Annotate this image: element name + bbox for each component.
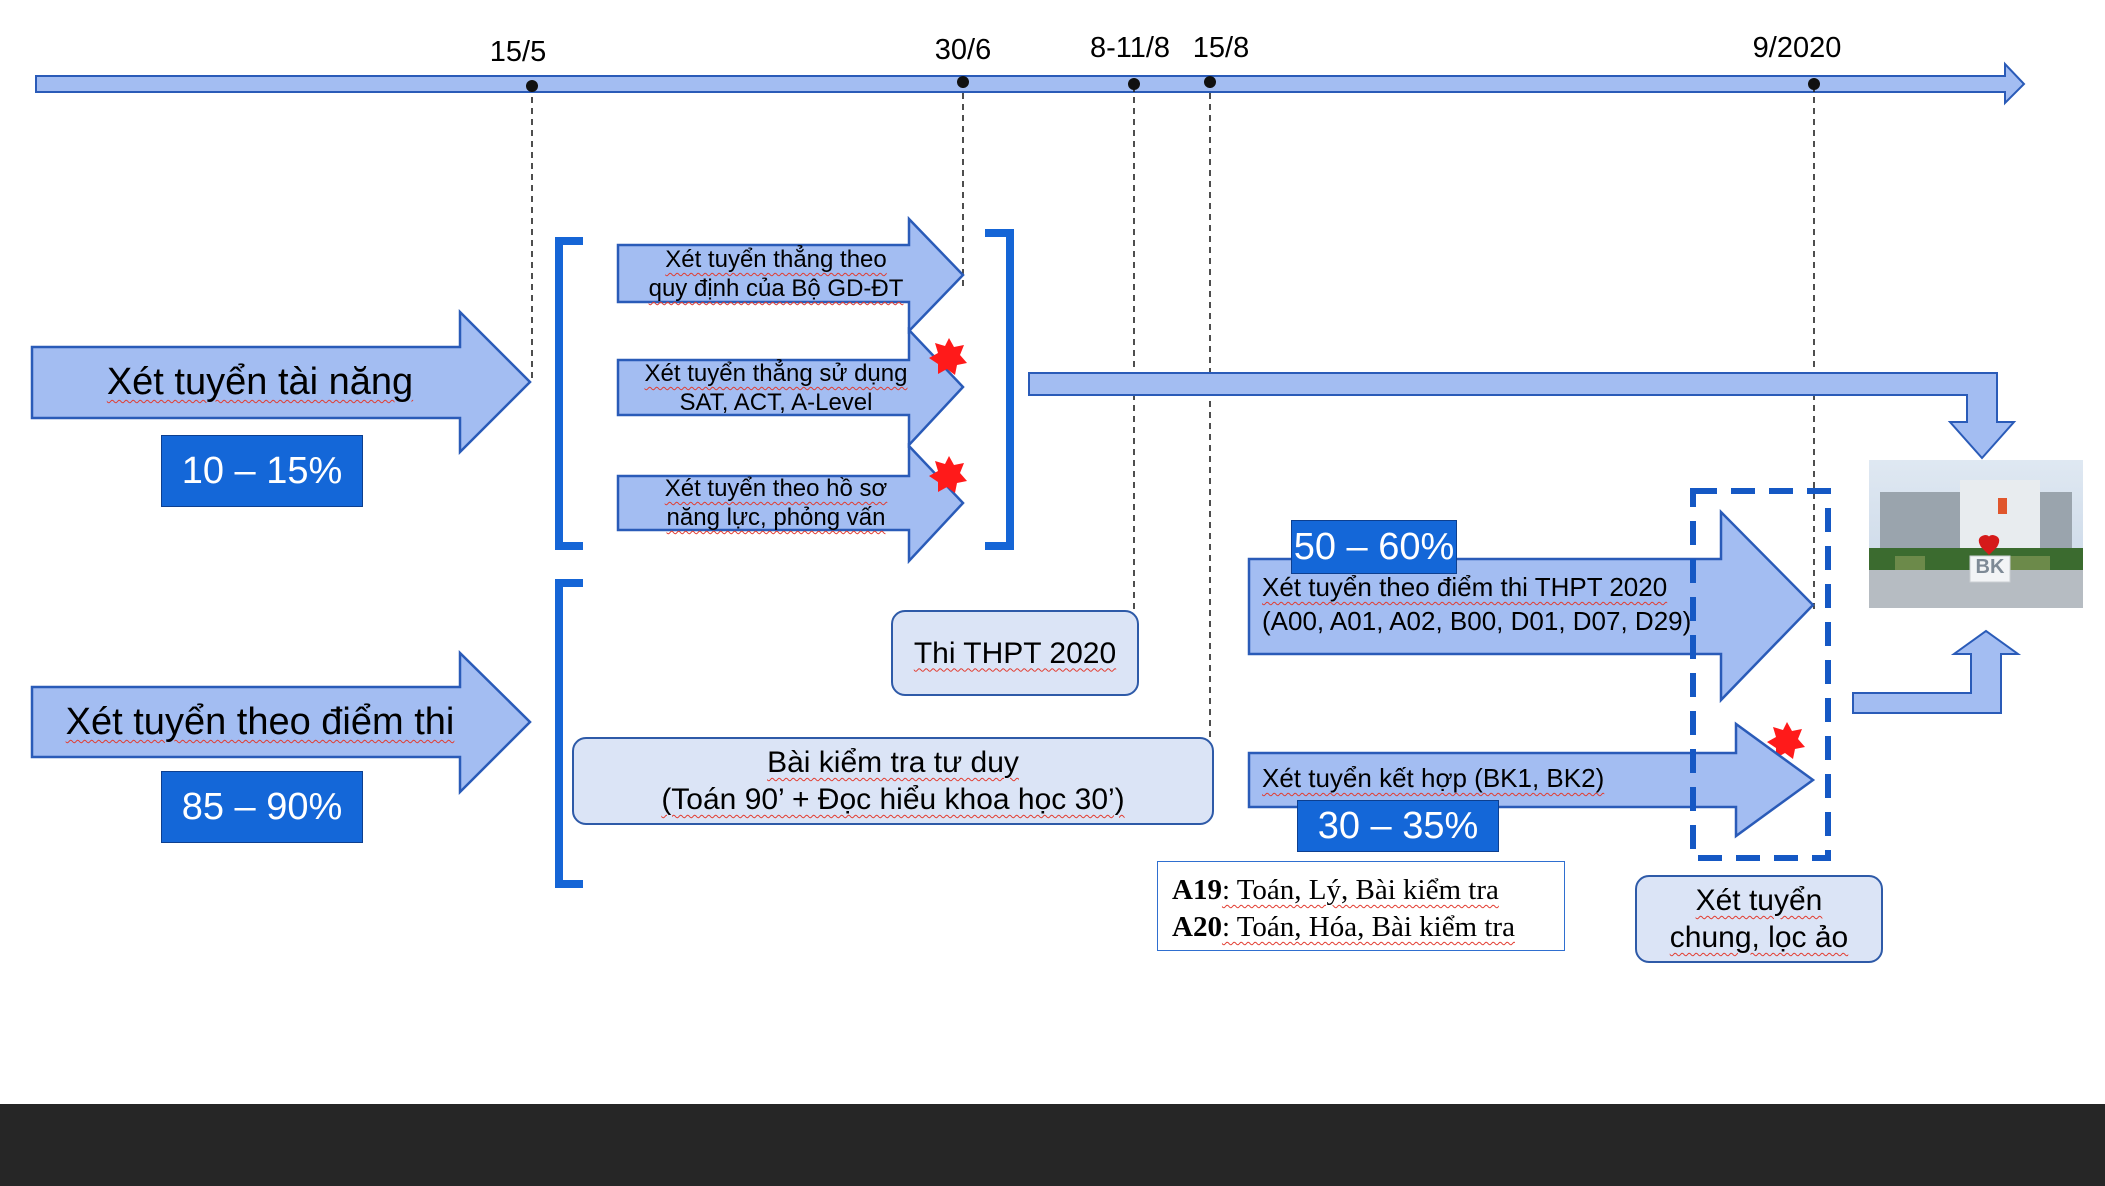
exam-bracket-left (555, 579, 583, 888)
portfolio-admission-label: Xét tuyển theo hồ sơ năng lực, phỏng vấn (664, 475, 888, 531)
date-guide-lines (531, 82, 1815, 738)
talent-group-title: Xét tuyển tài năng (106, 361, 414, 403)
talent-to-campus-arrow (1028, 372, 2017, 460)
talent-bracket-right (985, 229, 1014, 550)
thpt-admission-label: Xét tuyển theo điểm thi THPT 2020 (A00, … (1262, 572, 1692, 636)
timeline-arrow (35, 61, 2026, 106)
timeline-date: 9/2020 (1752, 32, 1842, 64)
talent-arrow (30, 308, 532, 456)
star-icon (929, 338, 967, 375)
timeline-date: 30/6 (934, 34, 992, 66)
exam-share-badge: 85 – 90% (161, 771, 363, 843)
exam-group-title: Xét tuyển theo điểm thi (65, 701, 455, 743)
sat-admission-arrow (616, 326, 965, 449)
subject-groups-box: A19: Toán, Lý, Bài kiểm tra A20: Toán, H… (1157, 861, 1565, 951)
direct-admission-label: Xét tuyển thẳng theo quy định của Bộ GD-… (648, 246, 904, 302)
talent-bracket-left (555, 237, 583, 550)
exam-arrow (30, 650, 532, 796)
talent-share-badge: 10 – 15% (161, 435, 363, 507)
subject-group-row: A19: Toán, Lý, Bài kiểm tra (1172, 874, 1499, 906)
campus-photo-icon (1869, 460, 2083, 608)
direct-admission-arrow (616, 215, 965, 335)
thpt-exam-box: Thi THPT 2020 (891, 610, 1139, 696)
combined-share-badge: 30 – 35% (1297, 800, 1499, 852)
final-selection-box: Xét tuyển chung, lọc ảo (1635, 875, 1883, 963)
sat-admission-label: Xét tuyển thẳng sử dụng SAT, ACT, A-Leve… (644, 360, 908, 416)
timeline-date: 15/8 (1192, 32, 1250, 64)
thinking-test-box: Bài kiểm tra tư duy (Toán 90’ + Đọc hiểu… (572, 737, 1214, 825)
star-icon (1767, 722, 1805, 759)
subject-group-row: A20: Toán, Hóa, Bài kiểm tra (1172, 911, 1515, 943)
timeline-date: 15/5 (489, 36, 547, 68)
combined-admission-label: Xét tuyển kết hợp (BK1, BK2) (1262, 763, 1605, 793)
thpt-share-badge: 50 – 60% (1291, 520, 1457, 574)
timeline-date: 8-11/8 (1089, 32, 1171, 64)
campus-sign-text: BK (1975, 556, 2005, 578)
date-markers (526, 76, 1820, 92)
portfolio-admission-arrow (616, 442, 965, 565)
final-selection-frame (1690, 488, 1831, 861)
selection-to-campus-arrow (1852, 629, 2022, 714)
star-icon (929, 456, 967, 493)
bottom-bar (0, 1104, 2105, 1186)
